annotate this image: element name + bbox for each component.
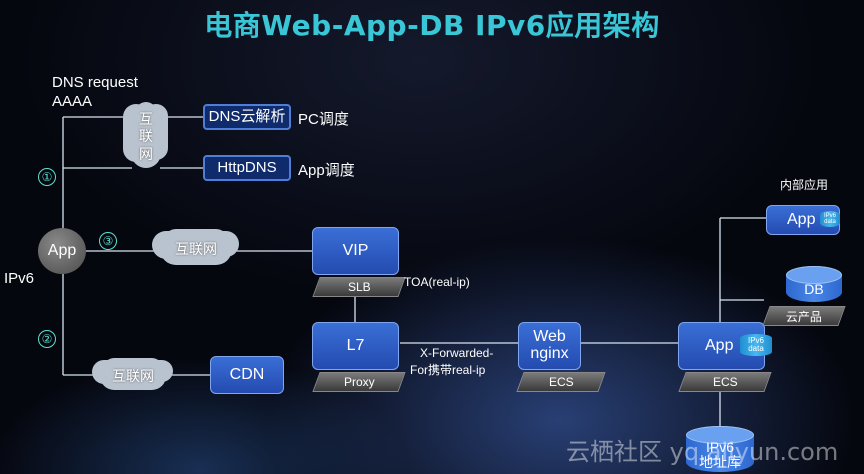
- app-schedule-label: App调度: [298, 162, 355, 179]
- x-forwarded-line2: For携带real-ip: [410, 363, 486, 377]
- ipv6-address-db: IPv6 地址库: [686, 426, 754, 472]
- httpdns-box: HttpDNS: [203, 155, 291, 181]
- ipv6-db-line2: 地址库: [699, 454, 741, 470]
- page-title: 电商Web-App-DB IPv6应用架构: [204, 9, 660, 42]
- proxy-plate: Proxy: [312, 372, 406, 392]
- db-label: DB: [804, 281, 824, 298]
- internet-cloud-top: 互 联 网: [131, 106, 161, 168]
- app-client-node: App: [38, 228, 86, 274]
- internet-cloud-bottom: 互联网: [100, 362, 166, 390]
- internal-app-label: 内部应用: [780, 178, 829, 192]
- step-2-badge: ②: [38, 330, 56, 348]
- db-cylinder: DB: [786, 266, 842, 302]
- cloud-product-label: 云产品: [785, 309, 822, 324]
- ipv6-db-line1: IPv6: [705, 438, 734, 455]
- ecs-label-app: ECS: [712, 375, 738, 389]
- vip-box: VIP: [312, 227, 399, 275]
- web-nginx-box: Web nginx: [518, 322, 581, 370]
- x-forwarded-line1: X-Forwarded-: [420, 346, 494, 360]
- proxy-label: Proxy: [343, 375, 375, 389]
- slb-label: SLB: [347, 280, 371, 294]
- ecs-label-web: ECS: [548, 375, 574, 389]
- ecs-plate-web: ECS: [516, 372, 606, 392]
- step-1-badge: ①: [38, 168, 56, 186]
- slb-plate: SLB: [312, 277, 406, 297]
- cloud-product-plate: 云产品: [762, 306, 846, 326]
- ecs-plate-app: ECS: [678, 372, 772, 392]
- dns-cloud-resolve-box: DNS云解析: [203, 104, 291, 130]
- internet-cloud-mid: 互联网: [160, 233, 232, 265]
- dns-request-label: DNS request: [52, 74, 138, 91]
- aaaa-label: AAAA: [52, 93, 93, 110]
- watermark: 云栖社区 yq.aliyun.com: [566, 438, 839, 466]
- pc-schedule-label: PC调度: [298, 111, 349, 128]
- internal-ipv6-data-cylinder: IPv6 data: [820, 211, 840, 227]
- toa-label: TOA(real-ip): [404, 275, 470, 289]
- cdn-box: CDN: [210, 356, 284, 394]
- web-label: Web: [533, 328, 566, 346]
- ipv6-data-cylinder: IPv6 data: [740, 334, 772, 356]
- l7-box: L7: [312, 322, 399, 370]
- nginx-label: nginx: [530, 345, 569, 362]
- ipv6-label: IPv6: [4, 270, 35, 287]
- step-3-badge: ③: [99, 232, 117, 250]
